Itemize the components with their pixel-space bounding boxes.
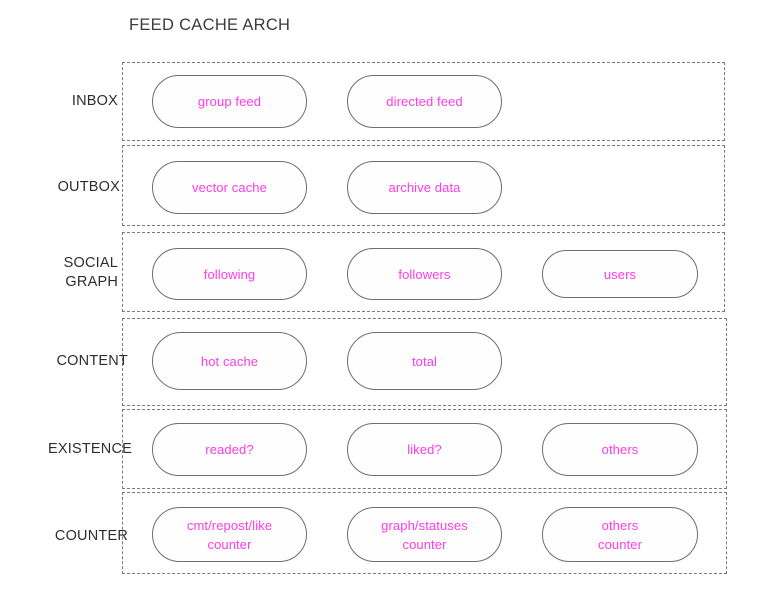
pill-label: others (601, 442, 639, 457)
pill-cmt-repost-like-counter[interactable]: cmt/repost/like counter (152, 507, 307, 562)
pill-label: readed? (205, 442, 254, 457)
pill-liked[interactable]: liked? (347, 423, 502, 476)
pill-label: liked? (407, 442, 442, 457)
pill-label: total (411, 353, 438, 369)
pill-hot-cache[interactable]: hot cache (152, 332, 307, 390)
pill-label: archive data (388, 180, 461, 195)
diagram-title: FEED CACHE ARCH (129, 16, 291, 34)
pill-label: cmt/repost/like counter (186, 517, 273, 552)
row-label-inbox: INBOX (71, 93, 118, 109)
pill-others[interactable]: others (542, 423, 698, 476)
pill-label: hot cache (200, 353, 259, 369)
pill-graph-statuses-counter[interactable]: graph/statuses counter (347, 507, 502, 562)
pill-readed[interactable]: readed? (152, 423, 307, 476)
pill-label: followers (398, 266, 451, 282)
pill-label: graph/statuses counter (381, 517, 468, 552)
pill-total[interactable]: total (347, 332, 502, 390)
pill-label: vector cache (192, 180, 267, 195)
row-label-content: CONTENT (56, 353, 128, 369)
pill-following[interactable]: following (152, 248, 307, 300)
pill-label: users (603, 266, 637, 282)
row-label-existence: EXISTENCE (48, 441, 132, 457)
row-label-counter: COUNTER (54, 528, 128, 544)
pill-directed-feed[interactable]: directed feed (347, 75, 502, 128)
pill-users[interactable]: users (542, 250, 698, 298)
row-label-outbox: OUTBOX (57, 179, 120, 195)
pill-vector-cache[interactable]: vector cache (152, 161, 307, 214)
pill-others-counter[interactable]: others counter (542, 507, 698, 562)
pill-label: group feed (197, 94, 262, 109)
pill-archive-data[interactable]: archive data (347, 161, 502, 214)
pill-group-feed[interactable]: group feed (152, 75, 307, 128)
pill-label: following (203, 266, 256, 282)
pill-label: directed feed (386, 94, 463, 109)
row-label-social-graph: SOCIAL GRAPH (63, 255, 118, 290)
pill-followers[interactable]: followers (347, 248, 502, 300)
pill-label: others counter (597, 517, 643, 552)
